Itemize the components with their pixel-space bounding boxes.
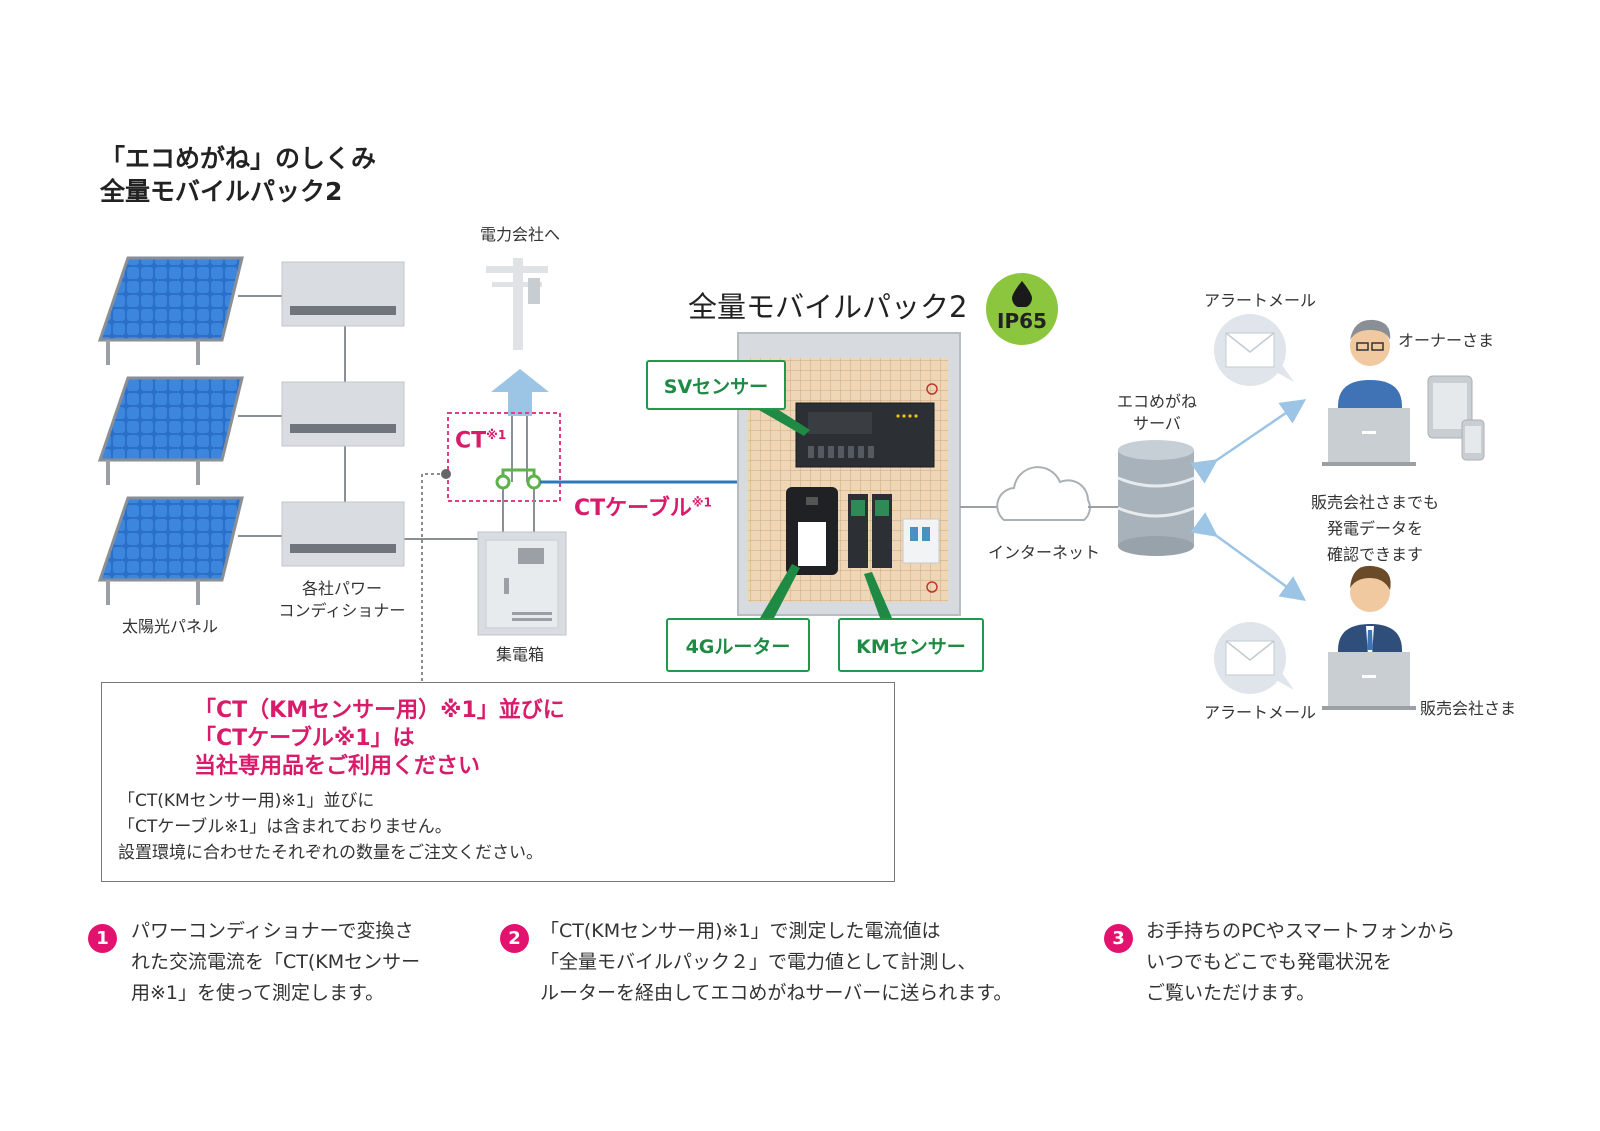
warning-body-line3: 設置環境に合わせたそれぞれの数量をご注文ください。: [118, 843, 543, 863]
up-arrow-icon: [491, 369, 549, 416]
warning-headline: 「CT（KMセンサー用）※1」並びに 「CTケーブル※1」は 当社専用品をご利用…: [194, 697, 565, 781]
junction-box-label: 集電箱: [496, 645, 545, 664]
smartphone-icon: [1461, 419, 1485, 461]
step-3-text: お手持ちのPCやスマートフォンから いつでもどこでも発電状況を ご覧いただけます…: [1146, 916, 1455, 1009]
km-sensor-callout: KMセンサー: [838, 618, 984, 672]
mail-icon-bottom: [1214, 622, 1294, 694]
router-4g-callout: 4Gルーター: [666, 618, 810, 672]
warning-headline-line3: 当社専用品をご利用ください: [194, 754, 481, 779]
server-label: エコめがね サーバ: [1106, 391, 1208, 435]
power-conditioner-label-line1: 各社パワー: [301, 579, 382, 598]
utility-pole: [486, 258, 548, 350]
internet-label: インターネット: [988, 543, 1101, 562]
step-2-badge: 2: [500, 924, 529, 953]
ct-cable-label-note: ※1: [691, 495, 712, 510]
owner-label: オーナーさま: [1398, 331, 1495, 350]
server-label-line1: エコめがね: [1116, 392, 1197, 411]
ct-clamp-right: [526, 474, 542, 490]
sv-sensor-callout: SVセンサー: [646, 360, 786, 410]
step-3-line2: いつでもどこでも発電状況を: [1146, 951, 1393, 973]
warning-body-line2: 「CTケーブル※1」は含まれておりません。: [118, 817, 452, 837]
warning-body-line1: 「CT(KMセンサー用)※1」並びに: [118, 791, 375, 811]
ct-cable-label: CTケーブル※1: [574, 490, 712, 522]
step-1-badge: 1: [88, 924, 117, 953]
dealer-note: 販売会社さまでも 発電データを 確認できます: [1300, 490, 1450, 568]
alert-mail-bottom-label: アラートメール: [1204, 703, 1317, 722]
dealer-note-line1: 販売会社さまでも: [1310, 493, 1439, 512]
step-1-text: パワーコンディショナーで変換さ れた交流電流を「CT(KMセンサー 用※1」を使…: [131, 916, 420, 1009]
ct-label-note: ※1: [486, 428, 507, 442]
power-conditioner-label-line2: コンディショナー: [278, 601, 406, 620]
ct-clamp-left: [495, 474, 511, 490]
step-1-line1: パワーコンディショナーで変換さ: [131, 920, 414, 942]
solar-panel-2: [97, 376, 244, 485]
warning-body: 「CT(KMセンサー用)※1」並びに 「CTケーブル※1」は含まれておりません。…: [118, 788, 543, 866]
ct-label-text: CT: [455, 428, 487, 454]
alert-mail-top-label: アラートメール: [1204, 291, 1317, 310]
power-conditioner-1: [281, 261, 405, 327]
server-icon: [1117, 440, 1195, 556]
step-1-line3: 用※1」を使って測定します。: [131, 982, 385, 1004]
ct-label: CT※1: [455, 428, 506, 453]
ct-cable-label-text: CTケーブル: [574, 496, 692, 521]
water-drop-icon: [1012, 281, 1032, 307]
step-3-badge: 3: [1104, 924, 1133, 953]
step-3-line3: ご覧いただけます。: [1146, 982, 1316, 1004]
step-2-line2: 「全量モバイルパック２」で電力値として計測し、: [540, 951, 977, 973]
owner-person-icon: [1322, 319, 1416, 466]
power-conditioner-label: 各社パワー コンディショナー: [272, 578, 412, 622]
dealer-person-icon: [1322, 565, 1416, 710]
power-conditioner-2: [281, 381, 405, 447]
junction-wires: [502, 416, 535, 532]
step-2-line1: 「CT(KMセンサー用)※1」で測定した電流値は: [540, 920, 941, 942]
tablet-icon: [1427, 375, 1473, 439]
warning-box: [101, 682, 895, 882]
to-power-company-label: 電力会社へ: [480, 225, 561, 244]
mobile-pack-title: 全量モバイルパック2: [688, 290, 968, 324]
solar-panel-label: 太陽光パネル: [122, 617, 219, 636]
dealer-note-line3: 確認できます: [1326, 545, 1423, 564]
power-conditioner-3: [281, 501, 405, 567]
server-label-line2: サーバ: [1133, 414, 1181, 433]
title-line-2: 全量モバイルパック2: [100, 177, 343, 206]
dealer-note-line2: 発電データを: [1326, 519, 1423, 538]
solar-panel-1: [97, 256, 244, 365]
step-1-line2: れた交流電流を「CT(KMセンサー: [131, 951, 421, 973]
junction-box: [477, 531, 567, 636]
solar-panel-3: [97, 496, 244, 605]
mail-icon-top: [1214, 314, 1294, 386]
warning-headline-line2: 「CTケーブル※1」は: [194, 726, 415, 751]
internet-cloud-icon: [996, 466, 1091, 521]
step-2-line3: ルーターを経由してエコめがねサーバーに送られます。: [540, 982, 1013, 1004]
warning-headline-line1: 「CT（KMセンサー用）※1」並びに: [194, 698, 565, 723]
title-line-1: 「エコめがね」のしくみ: [100, 144, 377, 173]
dealer-label: 販売会社さま: [1420, 699, 1517, 718]
ip65-badge: IP65: [986, 273, 1058, 345]
ip65-text: IP65: [997, 309, 1047, 333]
step-2-text: 「CT(KMセンサー用)※1」で測定した電流値は 「全量モバイルパック２」で電力…: [540, 916, 1012, 1009]
step-3-line1: お手持ちのPCやスマートフォンから: [1146, 920, 1456, 942]
panel-wires: [238, 295, 478, 540]
diagram-title: 「エコめがね」のしくみ 全量モバイルパック2: [100, 142, 376, 208]
